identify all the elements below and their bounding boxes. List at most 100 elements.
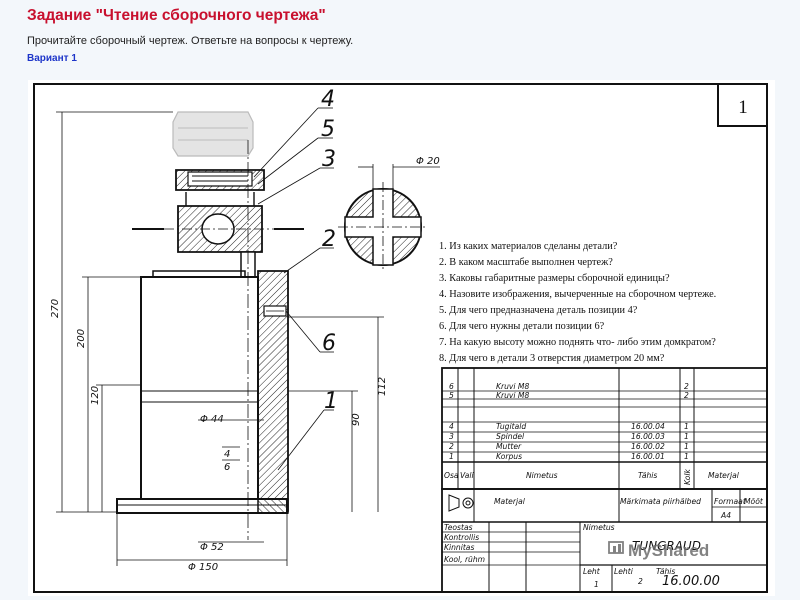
assembly-drawing: 1: [33, 83, 768, 593]
part-1-body: [140, 276, 259, 500]
questions-list: 1. Из каких материалов сделаны детали? 2…: [439, 241, 716, 364]
svg-text:16.00.01: 16.00.01: [631, 452, 665, 461]
table-row: 3 Spindel 16.00.03 1: [449, 432, 689, 441]
product-name: TUNGRAUD: [632, 539, 701, 553]
svg-text:3: 3: [449, 432, 454, 441]
svg-text:1: 1: [594, 580, 599, 589]
svg-text:Materjal: Materjal: [494, 497, 526, 506]
svg-text:16.00.02: 16.00.02: [631, 442, 665, 451]
table-row: 1 Korpus 16.00.01 1: [449, 452, 689, 461]
callout-5: 5: [321, 117, 335, 142]
dim-270: 270: [50, 299, 61, 318]
dim-120: 120: [90, 386, 101, 405]
table-row: 2 Mutter 16.00.02 1: [449, 442, 689, 451]
document-code: 16.00.00: [662, 574, 720, 589]
callout-3: 3: [322, 147, 336, 172]
question-8: 8. Для чего в детали 3 отверстия диаметр…: [439, 353, 665, 364]
dim-thread-4: 4: [224, 449, 230, 460]
dim-90: 90: [351, 413, 362, 426]
svg-text:Vali: Vali: [460, 471, 474, 480]
dim-200: 200: [76, 329, 87, 348]
sheet-number: 1: [738, 97, 748, 118]
callout-2: 2: [322, 227, 336, 252]
dim-phi-44: Φ 44: [200, 414, 224, 425]
svg-text:Nimetus: Nimetus: [526, 471, 558, 480]
question-2: 2. В каком масштабе выполнен чертеж?: [439, 257, 613, 268]
dim-phi-20: Φ 20: [416, 156, 440, 167]
sheet-number-box: [717, 83, 768, 127]
callout-1: 1: [324, 389, 338, 414]
svg-text:6: 6: [449, 382, 454, 391]
title-block: [441, 488, 768, 593]
dim-phi-150: Φ 150: [188, 562, 218, 573]
svg-text:Formaat: Formaat: [714, 497, 747, 506]
svg-text:Kruvi M8: Kruvi M8: [496, 391, 529, 400]
callout-6: 6: [322, 331, 336, 356]
svg-text:Kruvi M8: Kruvi M8: [496, 382, 529, 391]
svg-text:Leht: Leht: [583, 567, 601, 576]
dim-112: 112: [377, 377, 388, 396]
question-3: 3. Каковы габаритные размеры сборочной е…: [439, 273, 670, 284]
load-cap-phantom: [172, 111, 254, 157]
drawing-sheet: 1: [28, 80, 775, 596]
svg-text:Tähis: Tähis: [656, 567, 675, 576]
question-6: 6. Для чего нужны детали позиции 6?: [439, 321, 605, 332]
watermark-text: MyShared: [628, 541, 709, 560]
title-block-text: Materjal Märkimata piirhälbed Formaat Mõ…: [444, 497, 764, 589]
table-header: Osa Vali Nimetus Tähis Kolk Materjal: [444, 469, 740, 485]
question-5: 5. Для чего предназначена деталь позиции…: [439, 305, 638, 316]
task-instruction: Прочитайте сборочный чертеж. Ответьте на…: [27, 35, 354, 47]
part-callouts: 4 5 3 2 6 1: [321, 87, 338, 414]
table-row: 6 Kruvi M8 2: [449, 382, 689, 391]
svg-text:16.00.04: 16.00.04: [631, 422, 665, 431]
svg-text:1: 1: [449, 452, 454, 461]
svg-text:Nimetus: Nimetus: [583, 523, 615, 532]
svg-text:Lehti: Lehti: [614, 567, 634, 576]
svg-text:2: 2: [638, 577, 643, 586]
svg-text:Spindel: Spindel: [496, 432, 525, 441]
svg-text:1: 1: [684, 442, 689, 451]
svg-text:Mutter: Mutter: [496, 442, 522, 451]
svg-text:Tähis: Tähis: [638, 471, 657, 480]
svg-text:Kinnitas: Kinnitas: [444, 543, 474, 552]
question-7: 7. На какую высоту можно поднять что- ли…: [439, 337, 716, 348]
svg-text:1: 1: [684, 452, 689, 461]
svg-text:16.00.03: 16.00.03: [631, 432, 665, 441]
svg-text:2: 2: [684, 382, 689, 391]
svg-text:5: 5: [449, 391, 454, 400]
svg-text:Teostas: Teostas: [444, 523, 473, 532]
dim-thread-6: 6: [224, 462, 230, 473]
svg-text:Osa: Osa: [444, 471, 459, 480]
svg-text:Tugitald: Tugitald: [496, 422, 526, 431]
svg-text:2: 2: [684, 391, 689, 400]
svg-text:2: 2: [449, 442, 454, 451]
table-row: 4 Tugitald 16.00.04 1: [449, 422, 689, 431]
callout-4: 4: [321, 87, 335, 112]
question-4: 4. Назовите изображения, вычерченные на …: [439, 289, 716, 300]
dim-phi-52: Φ 52: [200, 542, 224, 553]
dimension-texts: Φ 20 270 200 120 112 90 Φ 44 Φ 52 Φ 150 …: [50, 156, 440, 573]
parts-rows: 6 Kruvi M8 2 5 Kruvi M8 2 4 Tugitald 16.…: [444, 382, 740, 485]
watermark: MyShared: [608, 541, 709, 560]
svg-text:4: 4: [449, 422, 454, 431]
svg-text:Korpus: Korpus: [496, 452, 522, 461]
svg-text:Kool, rühm: Kool, rühm: [444, 555, 485, 564]
task-title: Задание "Чтение сборочного чертежа": [27, 7, 326, 24]
svg-text:Materjal: Materjal: [708, 471, 740, 480]
dimension-lines: [56, 107, 384, 566]
section-view-spindle-holes: [338, 164, 440, 272]
jack-assembly-view: [116, 111, 440, 540]
svg-text:Märkimata piirhälbed: Märkimata piirhälbed: [620, 497, 701, 506]
svg-text:A4: A4: [720, 511, 731, 520]
table-row: 5 Kruvi M8 2: [449, 391, 689, 400]
sheet-frame: [33, 83, 768, 593]
svg-text:Kontrollis: Kontrollis: [444, 533, 479, 542]
svg-text:1: 1: [684, 432, 689, 441]
svg-text:1: 1: [684, 422, 689, 431]
question-1: 1. Из каких материалов сделаны детали?: [439, 241, 618, 252]
svg-text:Mõõt: Mõõt: [744, 497, 764, 506]
svg-text:Kolk: Kolk: [683, 469, 692, 485]
parts-list-table: [441, 367, 768, 490]
variant-label: Вариант 1: [27, 53, 77, 64]
